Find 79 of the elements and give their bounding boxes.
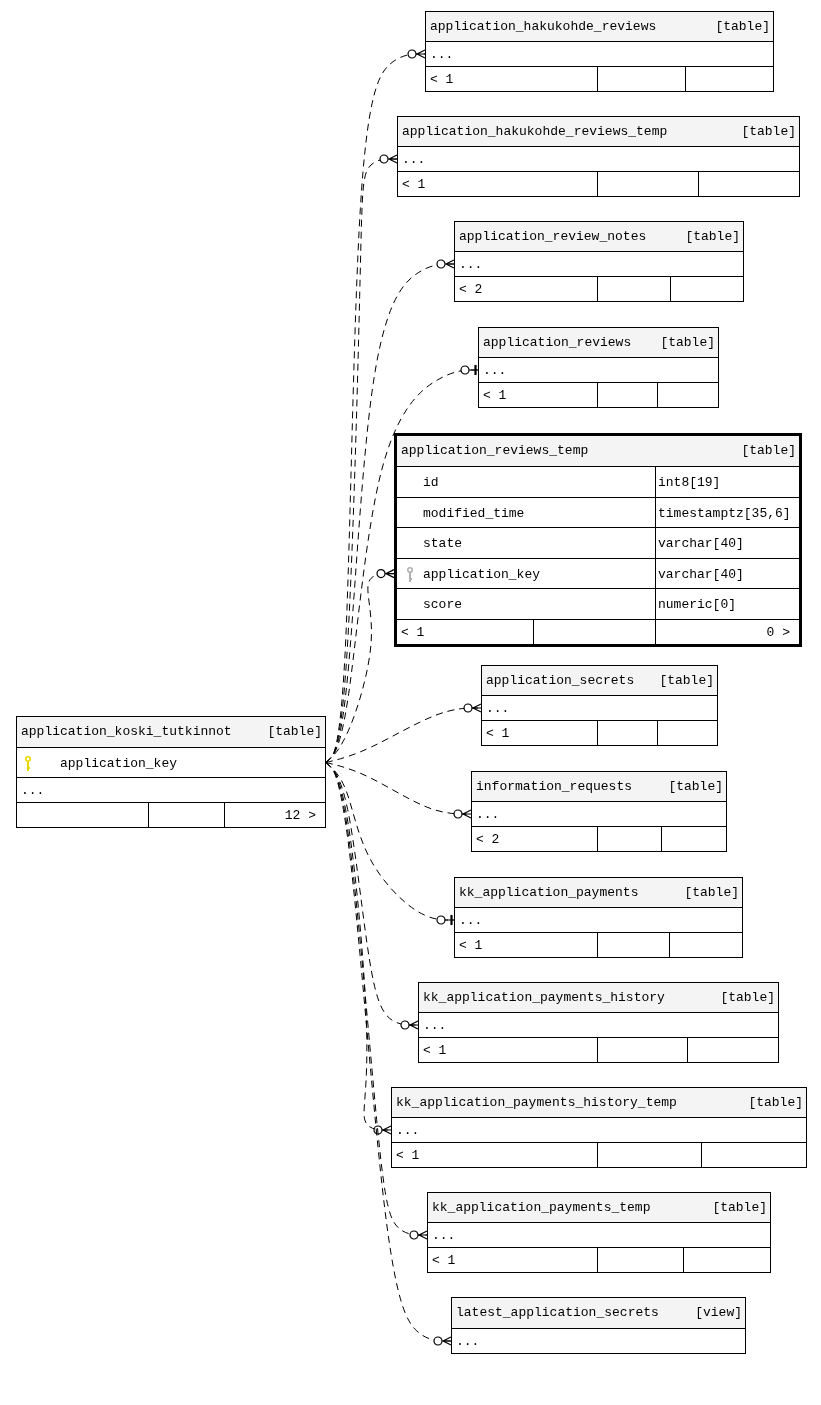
table-type-tag: [table]: [267, 717, 322, 747]
relation-count: < 1: [396, 1147, 420, 1165]
table-type-tag: [table]: [659, 666, 714, 695]
table-box: [451, 1297, 746, 1354]
column-name: id: [423, 474, 439, 492]
table-name: application_hakukohde_reviews_temp: [402, 123, 668, 141]
column-type: int8[19]: [658, 474, 721, 492]
relation-count: < 1: [432, 1252, 456, 1270]
column-name: state: [423, 535, 462, 554]
table-name: kk_application_payments_history: [423, 989, 665, 1007]
table-box: [478, 327, 719, 408]
table-box: [397, 116, 800, 197]
column-type: numeric[0]: [658, 596, 736, 615]
table-box: [16, 716, 326, 828]
relation-count: < 1: [402, 176, 426, 194]
table-type-tag: [table]: [715, 12, 770, 41]
table-name: application_secrets: [486, 672, 635, 690]
table-box: [454, 221, 744, 302]
table-name: application_reviews: [483, 334, 632, 352]
more-columns-text: ...: [396, 1122, 420, 1140]
more-columns-text: ...: [432, 1227, 456, 1245]
relation-count: < 1: [401, 624, 425, 642]
column-type: varchar[40]: [658, 535, 744, 554]
column-name: application_key: [423, 565, 541, 584]
table-name: application_reviews_temp: [401, 442, 589, 460]
table-type-tag: [table]: [741, 436, 796, 466]
column-type: timestamptz[35,6]: [658, 504, 791, 523]
table-type-tag: [table]: [685, 222, 740, 251]
more-columns-text: ...: [476, 806, 500, 824]
relation-count: < 1: [459, 937, 483, 955]
more-columns-text: ...: [483, 362, 507, 380]
table-type-tag: [table]: [748, 1088, 803, 1117]
relationship-line: [325, 703, 482, 763]
more-columns-text: ...: [459, 912, 483, 930]
table-box: [391, 1087, 807, 1168]
more-columns-text: ...: [21, 782, 45, 800]
column-name: modified_time: [423, 504, 525, 523]
relation-count: < 2: [459, 281, 483, 299]
table-box: [427, 1192, 771, 1273]
relationship-line: [325, 569, 395, 763]
table-type-tag: [table]: [660, 328, 715, 357]
table-type-tag: [table]: [741, 117, 796, 146]
table-name: kk_application_payments_temp: [432, 1199, 651, 1217]
column-name: score: [423, 596, 462, 615]
relation-count: 12 >: [284, 807, 316, 825]
relation-count: < 1: [430, 71, 454, 89]
column-name: application_key: [60, 755, 178, 773]
table-name: application_hakukohde_reviews: [430, 18, 657, 36]
table-box: [481, 665, 718, 746]
table-name: application_review_notes: [459, 228, 647, 246]
relation-count: < 1: [483, 387, 507, 405]
table-name: kk_application_payments_history_temp: [396, 1094, 677, 1112]
relationship-line: [325, 762, 472, 819]
more-columns-text: ...: [486, 700, 510, 718]
table-name: kk_application_payments: [459, 884, 639, 902]
relation-count: < 1: [423, 1042, 447, 1060]
relation-count: < 2: [476, 831, 500, 849]
table-box: [454, 877, 743, 958]
more-columns-text: ...: [402, 151, 426, 169]
relation-count: < 1: [486, 725, 510, 743]
table-type-tag: [table]: [720, 983, 775, 1012]
more-columns-text: ...: [430, 46, 454, 64]
table-type-tag: [table]: [668, 772, 723, 801]
table-box: [418, 982, 779, 1063]
relationship-line: [325, 762, 452, 1346]
table-name: latest_application_secrets: [456, 1304, 659, 1322]
table-name: application_koski_tutkinnot: [21, 723, 232, 741]
relation-count: 0 >: [766, 624, 790, 642]
table-box: [471, 771, 727, 852]
table-box: [394, 433, 802, 647]
more-columns-text: ...: [459, 256, 483, 274]
table-box: [425, 11, 774, 92]
table-type-tag: [view]: [695, 1298, 742, 1328]
column-type: varchar[40]: [658, 565, 744, 584]
table-type-tag: [table]: [712, 1193, 767, 1222]
table-type-tag: [table]: [684, 878, 739, 907]
table-name: information_requests: [476, 778, 633, 796]
more-columns-text: ...: [423, 1017, 447, 1035]
more-columns-text: ...: [456, 1333, 480, 1351]
